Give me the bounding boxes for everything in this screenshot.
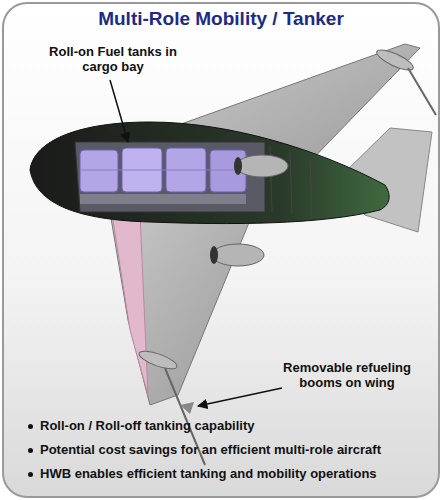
bullet-marker (28, 472, 33, 477)
callout-label: Removable refueling booms on wing (282, 360, 412, 390)
engines (210, 155, 288, 266)
wing-panel (112, 214, 148, 395)
bullet-text: Roll-on / Roll-off tanking capability (40, 418, 255, 433)
leader-arrow (198, 388, 282, 406)
callout-label: Roll-on Fuel tanks in cargo bay (48, 44, 178, 74)
refueling-booms (137, 46, 436, 465)
bullet-marker (28, 424, 33, 429)
fuel-tanks (80, 148, 246, 204)
frame-ribs (270, 145, 312, 214)
bullet-text: Potential cost savings for an efficient … (40, 442, 381, 457)
leader-arrow (110, 80, 128, 142)
fuselage (30, 122, 389, 224)
cargo-bay (75, 142, 265, 212)
bullet-text: HWB enables efficient tanking and mobili… (40, 466, 377, 481)
lower-wing (110, 208, 255, 405)
diagram-title: Multi-Role Mobility / Tanker (10, 8, 432, 30)
frame (3, 3, 439, 497)
bullet-marker (28, 448, 33, 453)
